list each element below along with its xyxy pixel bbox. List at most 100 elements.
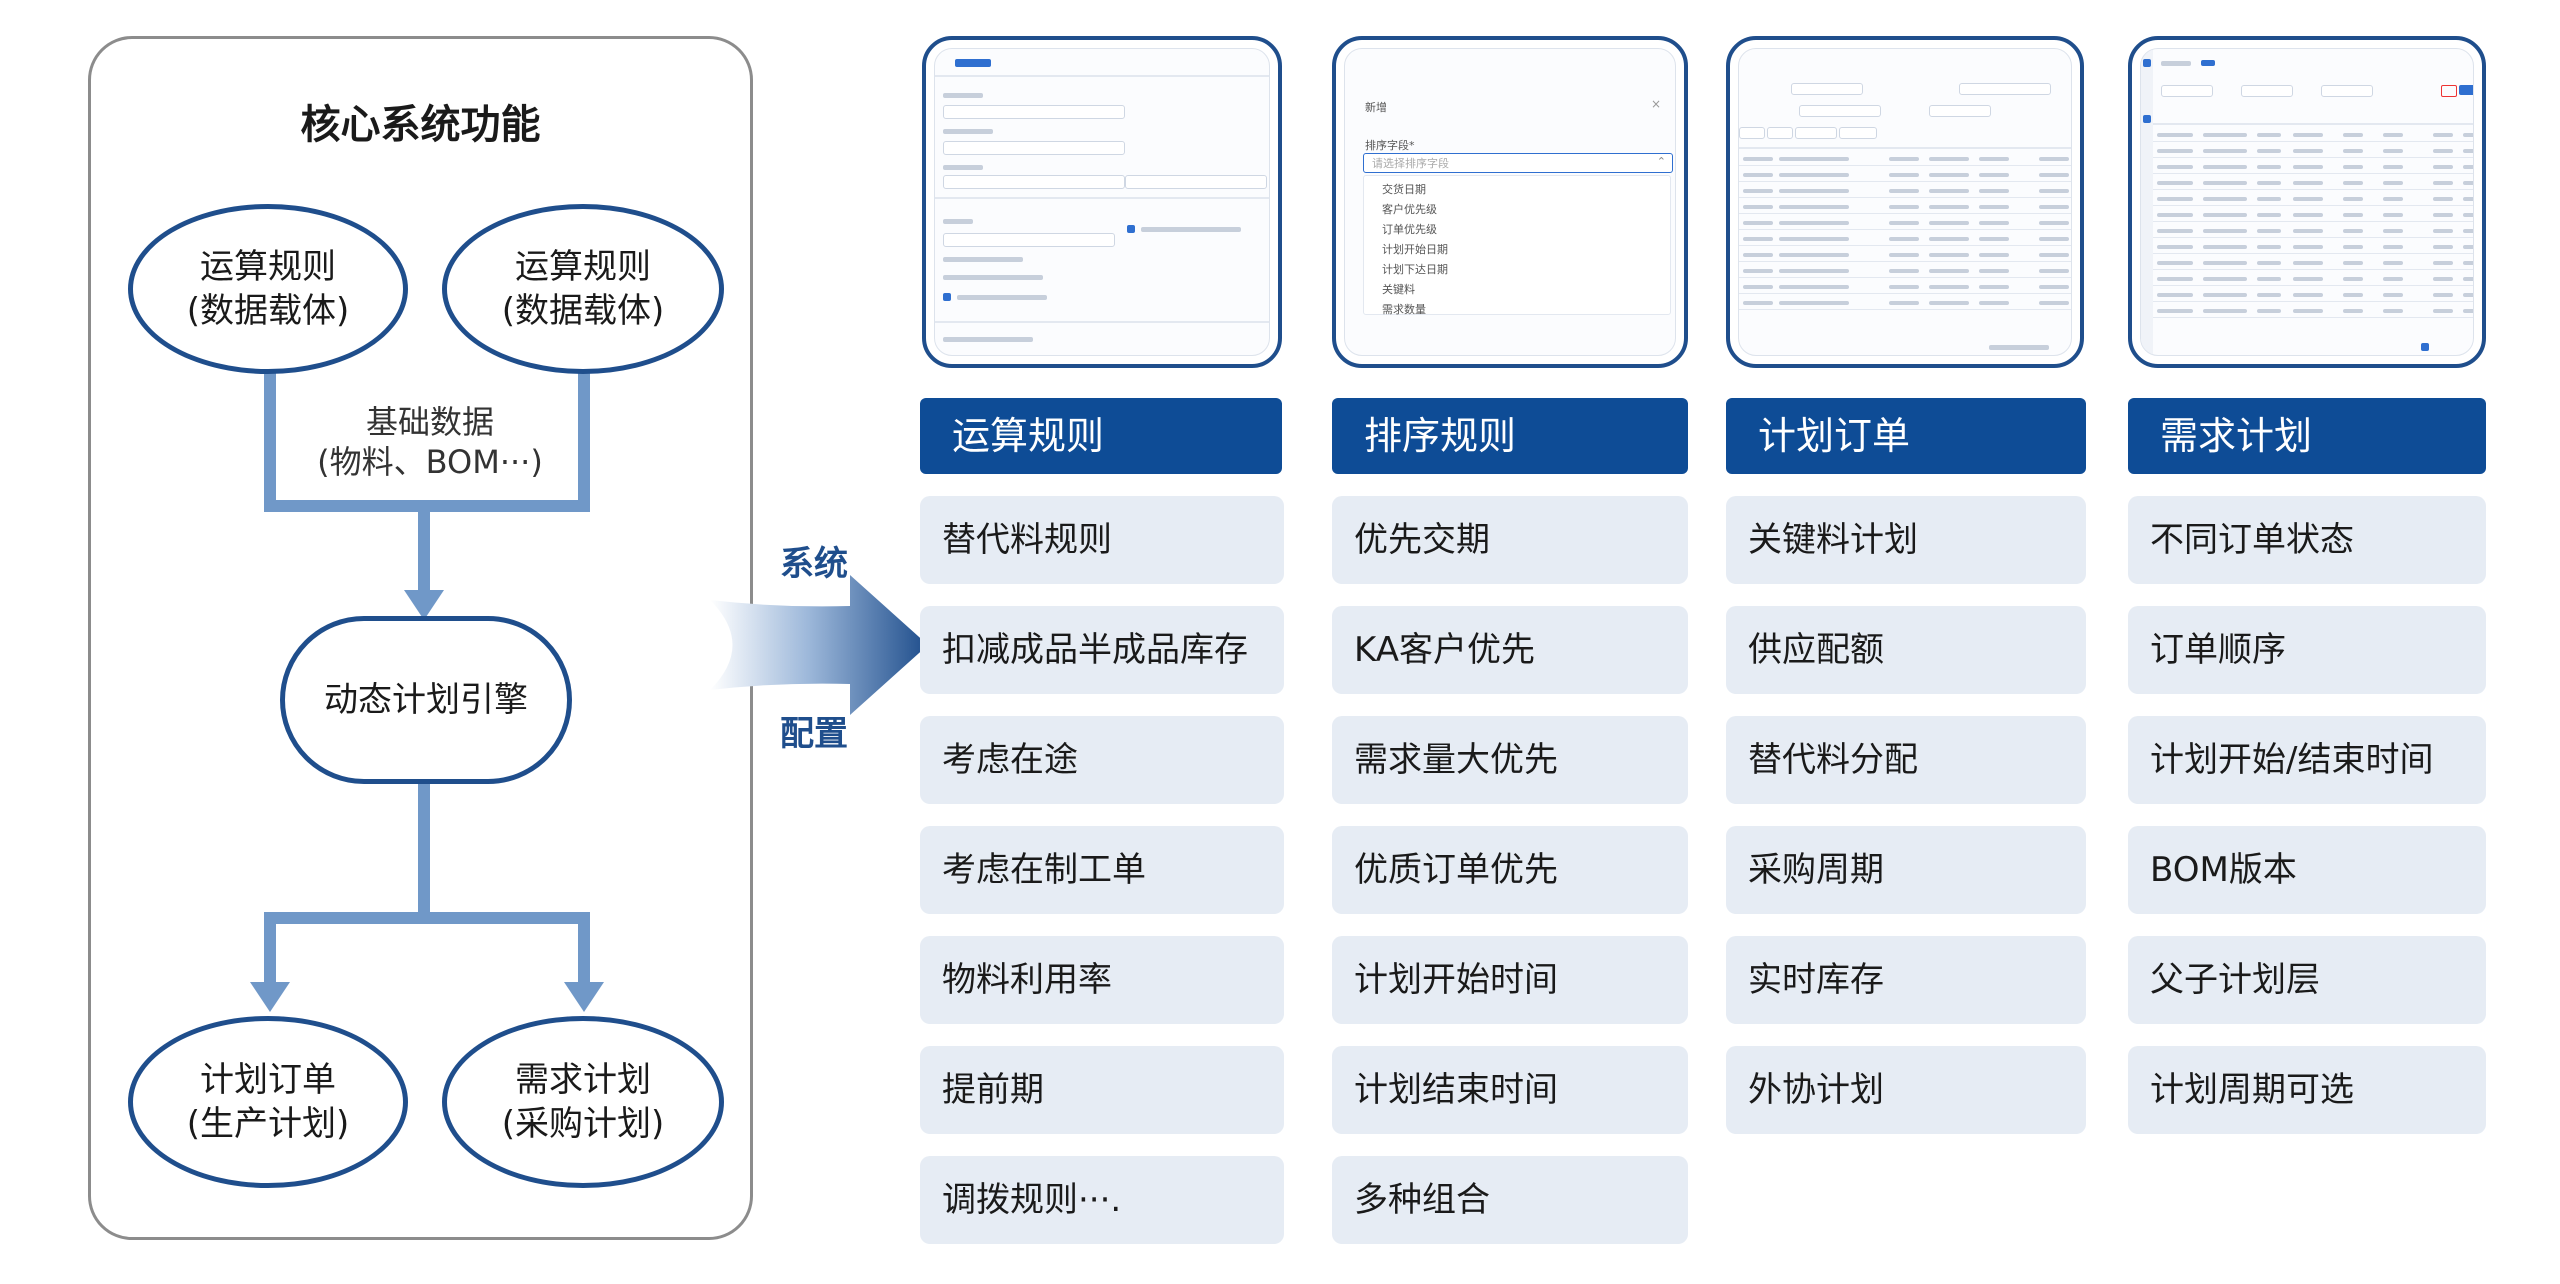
thumb-cell [2257, 245, 2281, 249]
demand-plan-item: BOM版本 [2128, 826, 2486, 914]
thumb-cell [2157, 245, 2193, 249]
thumb-cell [2343, 133, 2363, 137]
thumb-cell [2157, 229, 2193, 233]
thumb-cell [1743, 285, 1773, 289]
thumb-cell [2157, 293, 2193, 297]
thumb-row-divider [1739, 309, 2071, 310]
thumb-row-divider [1739, 261, 2071, 262]
thumb-cell [2203, 181, 2247, 185]
node-label: 运算规则 [515, 247, 651, 287]
connector-line [264, 372, 276, 512]
sort-option: 订单优先级 [1382, 223, 1437, 236]
thumb-cell [2383, 261, 2403, 265]
thumb-cell [1743, 189, 1773, 193]
thumb-cell [2257, 213, 2281, 217]
screenshot-body [2140, 48, 2474, 356]
thumb-cell [2463, 261, 2473, 265]
thumb-row-divider [2153, 205, 2473, 206]
column-header-plan-order: 计划订单 [1726, 398, 2086, 474]
node-dynamic-engine: 动态计划引擎 [280, 616, 572, 784]
thumb-cell [2343, 309, 2363, 313]
thumb-cell [2257, 181, 2281, 185]
column-header-calc-rule: 运算规则 [920, 398, 1282, 474]
thumb-cell [2293, 245, 2323, 249]
thumb-cell [2039, 189, 2069, 193]
thumb-cell [1929, 173, 1969, 177]
thumb-cell [1889, 237, 1919, 241]
thumb-cell [2257, 261, 2281, 265]
thumb-cell [2039, 237, 2069, 241]
node-sublabel: (采购计划) [501, 1104, 665, 1144]
thumb-cell [1779, 173, 1849, 177]
base-data-title: 基础数据 [365, 403, 494, 441]
calc-rule-item: 物料利用率 [920, 936, 1284, 1024]
connector-line [264, 500, 590, 512]
thumb-cell [2257, 133, 2281, 137]
thumb-cell [1979, 157, 2009, 161]
thumb-cell [2383, 133, 2403, 137]
thumb-cell [2343, 197, 2363, 201]
thumb-cell [2203, 149, 2247, 153]
node-calc-rule-2: 运算规则 (数据载体) [442, 204, 724, 374]
thumb-cell [2039, 269, 2069, 273]
thumb-cell [2293, 261, 2323, 265]
thumb-cell [2157, 261, 2193, 265]
node-sublabel: (数据载体) [501, 291, 665, 331]
thumb-row-divider [2153, 141, 2473, 142]
thumb-row-divider [1739, 197, 2071, 198]
thumb-cell [1889, 205, 1919, 209]
sort-option: 关键料 [1382, 283, 1415, 296]
thumb-cell [2293, 229, 2323, 233]
thumb-cell [2433, 261, 2453, 265]
sort-rule-item: 计划开始时间 [1332, 936, 1688, 1024]
thumb-cell [1929, 269, 1969, 273]
chevron-up-icon: ⌃ [1656, 155, 1666, 168]
thumb-row-divider [1739, 277, 2071, 278]
thumb-cell [2343, 213, 2363, 217]
node-label: 计划订单 [200, 1060, 336, 1100]
thumb-cell [2257, 197, 2281, 201]
thumb-cell [2343, 149, 2363, 153]
thumb-row-divider [2153, 285, 2473, 286]
thumb-cell [2463, 165, 2473, 169]
sort-option-list: 交货日期 客户优先级 订单优先级 计划开始日期 计划下达日期 关键料 需求数量 [1363, 175, 1671, 316]
node-demand-plan: 需求计划 (采购计划) [442, 1016, 724, 1188]
sort-option: 交货日期 [1382, 183, 1426, 196]
sort-rule-item: KA客户优先 [1332, 606, 1688, 694]
thumb-cell [1979, 301, 2009, 305]
sort-option: 需求数量 [1382, 303, 1426, 316]
plan-order-item: 外协计划 [1726, 1046, 2086, 1134]
thumb-cell [2293, 213, 2323, 217]
thumb-cell [1743, 173, 1773, 177]
thumb-cell [2039, 205, 2069, 209]
thumb-cell [2203, 245, 2247, 249]
thumb-row-divider [2153, 221, 2473, 222]
calc-rule-item: 考虑在途 [920, 716, 1284, 804]
arrow-down-icon [404, 590, 444, 620]
screenshot-body [934, 48, 1270, 356]
thumb-cell [2463, 309, 2473, 313]
sort-rule-item: 优质订单优先 [1332, 826, 1688, 914]
thumb-cell [2157, 213, 2193, 217]
thumb-row-divider [1739, 245, 2071, 246]
config-arrow-icon [710, 575, 928, 715]
thumb-cell [2383, 229, 2403, 233]
thumb-cell [1889, 285, 1919, 289]
thumb-cell [1889, 157, 1919, 161]
thumb-cell [1979, 285, 2009, 289]
select-placeholder: 请选择排序字段 [1372, 157, 1449, 170]
thumb-cell [2463, 197, 2473, 201]
sort-rule-item: 多种组合 [1332, 1156, 1688, 1244]
sort-rule-item: 需求量大优先 [1332, 716, 1688, 804]
thumb-cell [2433, 181, 2453, 185]
thumb-cell [2203, 309, 2247, 313]
thumb-cell [1743, 253, 1773, 257]
node-calc-rule-1: 运算规则 (数据载体) [128, 204, 408, 374]
sort-field-select: 请选择排序字段 ⌃ [1363, 153, 1673, 173]
node-label: 动态计划引擎 [324, 680, 528, 720]
thumb-cell [2157, 197, 2193, 201]
thumb-cell [2157, 181, 2193, 185]
thumb-cell [2203, 133, 2247, 137]
thumb-cell [1929, 189, 1969, 193]
thumb-cell [2383, 293, 2403, 297]
